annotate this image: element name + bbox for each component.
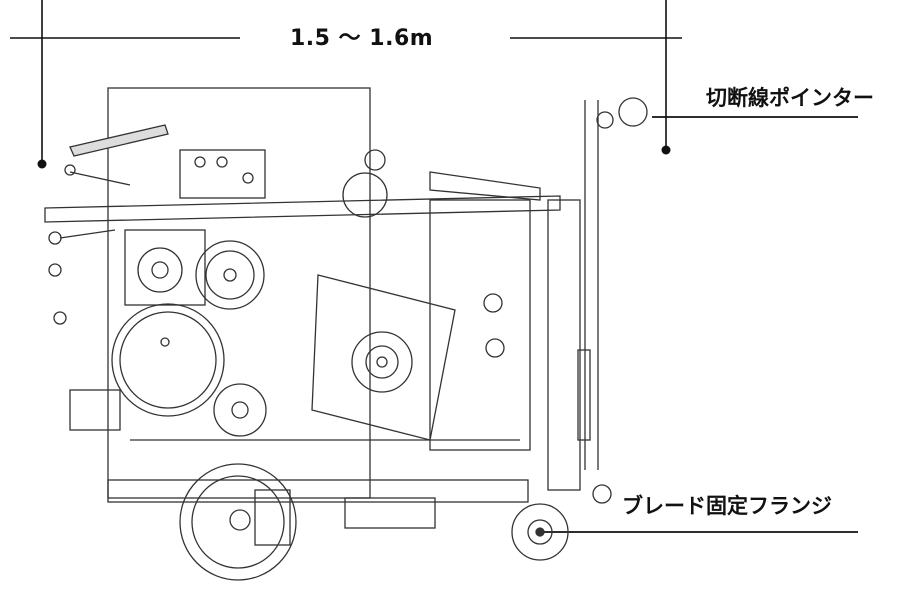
dimension-label: 1.5 ～ 1.6m: [290, 26, 434, 51]
cutting-line-pointer-label: 切断線ポインター: [706, 86, 874, 110]
blade-flange-label: ブレード固定フランジ: [622, 494, 832, 518]
dimension-dot-left: [37, 159, 47, 169]
dimension-lines: [10, 0, 682, 162]
dimension-dot-right: [661, 145, 671, 155]
concrete-cutter-machine: [44, 87, 648, 581]
